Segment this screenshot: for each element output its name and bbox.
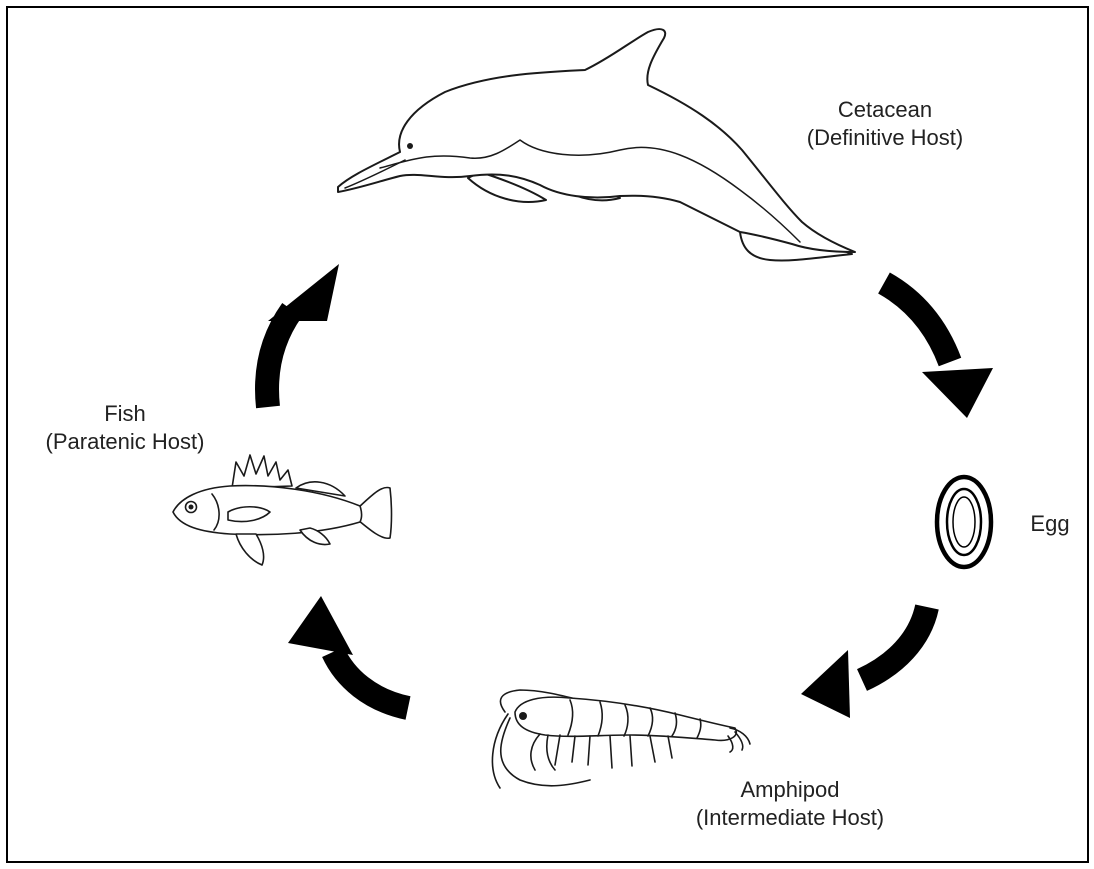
fish-role: (Paratenic Host) bbox=[10, 428, 240, 456]
amphipod-role: (Intermediate Host) bbox=[660, 804, 920, 832]
cetacean-label: Cetacean (Definitive Host) bbox=[770, 96, 1000, 152]
amphipod-icon bbox=[492, 690, 750, 788]
egg-label: Egg bbox=[1020, 510, 1080, 538]
egg-icon bbox=[937, 477, 991, 567]
cetacean-name: Cetacean bbox=[770, 96, 1000, 124]
arrowhead-cetacean-to-egg bbox=[922, 368, 993, 418]
fish-name: Fish bbox=[10, 400, 240, 428]
arrowhead-fish-to-cetacean bbox=[268, 264, 339, 321]
amphipod-label: Amphipod (Intermediate Host) bbox=[660, 776, 920, 832]
egg-name: Egg bbox=[1020, 510, 1080, 538]
cetacean-role: (Definitive Host) bbox=[770, 124, 1000, 152]
arrow-cetacean-to-egg bbox=[884, 283, 950, 362]
arrow-fish-to-cetacean bbox=[267, 310, 292, 407]
arrowhead-amphipod-to-fish bbox=[288, 596, 353, 655]
fish-label: Fish (Paratenic Host) bbox=[10, 400, 240, 456]
arrowhead-egg-to-amphipod bbox=[801, 650, 850, 718]
amphipod-name: Amphipod bbox=[660, 776, 920, 804]
cycle-arrows bbox=[267, 283, 950, 708]
arrow-egg-to-amphipod bbox=[862, 607, 927, 680]
arrow-amphipod-to-fish bbox=[333, 652, 408, 708]
fish-icon bbox=[173, 455, 392, 565]
